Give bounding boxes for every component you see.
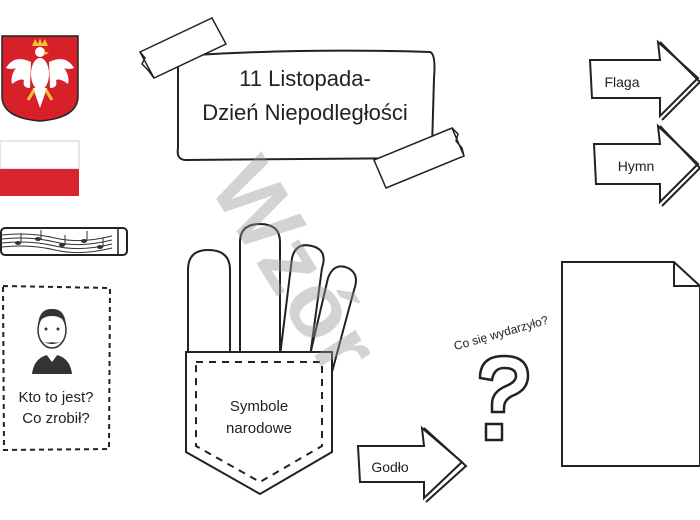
hymn-arrow (592, 123, 700, 207)
portrait-icon (32, 308, 72, 374)
title-board (138, 17, 465, 189)
godlo-arrow (356, 425, 468, 503)
polish-flag-icon (0, 140, 80, 196)
note-page (561, 261, 700, 467)
question-mark-icon (478, 354, 530, 442)
flaga-label: Flaga (604, 74, 640, 90)
page-title-line2: Dzień Niepodległości (202, 100, 408, 125)
godlo-label: Godło (371, 459, 409, 475)
pocket-label-line1: Symbole (229, 398, 289, 415)
hymn-label: Hymn (617, 158, 655, 174)
flaga-arrow (588, 39, 700, 121)
page-title-line1: 11 Listopada- (239, 66, 371, 91)
portrait-question-line2: Co zrobił? (22, 410, 90, 427)
portrait-question-line1: Kto to jest? (18, 389, 94, 406)
pocket-label-line2: narodowe (226, 420, 292, 437)
pocket-with-sticks (185, 222, 357, 496)
polish-eagle-emblem-icon (1, 35, 79, 122)
music-staff-icon (0, 227, 128, 256)
